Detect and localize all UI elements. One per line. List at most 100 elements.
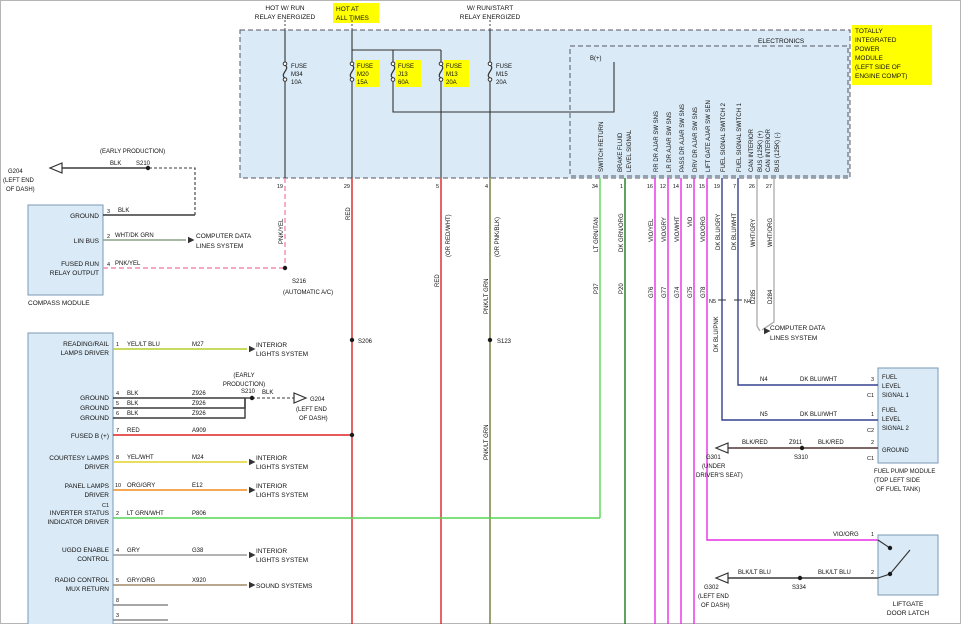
highlight-hot-at-all-times bbox=[333, 3, 379, 23]
diagram-label: LIGHTS SYSTEM bbox=[256, 557, 308, 564]
diagram-label: COMPUTER DATA bbox=[770, 325, 826, 332]
diagram-label: S210 bbox=[136, 161, 151, 167]
splice-dot bbox=[349, 432, 355, 438]
diagram-label: M13 bbox=[446, 72, 458, 78]
diagram-label: 4 bbox=[116, 391, 119, 397]
diagram-label: DRIVER bbox=[84, 492, 109, 499]
fuse-terminal bbox=[487, 77, 493, 82]
diagram-label: VIO/ORG bbox=[701, 216, 707, 242]
can-plus-wire bbox=[756, 178, 761, 332]
diagram-label: WHT/GRY bbox=[751, 219, 757, 247]
diagram-label: LIN BUS bbox=[74, 238, 100, 245]
diagram-label: HOT AT bbox=[336, 6, 359, 13]
diagram-label: G301 bbox=[706, 455, 721, 461]
diagram-label: S123 bbox=[497, 339, 512, 345]
diagram-label: (TOP LEFT SIDE bbox=[874, 478, 920, 484]
diagram-label: BLK bbox=[127, 391, 138, 397]
diagram-label: M34 bbox=[291, 72, 303, 78]
diagram-label: RED bbox=[435, 274, 441, 287]
diagram-label: BUS (125K) (-) bbox=[775, 132, 781, 172]
diagram-label: S216 bbox=[292, 279, 307, 285]
diagram-label: G204 bbox=[310, 397, 325, 403]
diagram-label: (EARLY bbox=[233, 373, 254, 379]
diagram-label: COURTESY LAMPS bbox=[49, 455, 109, 462]
diagram-label: RED bbox=[127, 428, 140, 434]
diagram-label: BLK/RED bbox=[818, 440, 844, 446]
diagram-label: BLK bbox=[118, 208, 129, 214]
diagram-label: RADIO CONTROL bbox=[55, 577, 110, 584]
diagram-label: FUSED RUN bbox=[61, 261, 99, 268]
diagram-label: BLK/LT BLU bbox=[818, 570, 851, 576]
diagram-label: (UNDER bbox=[702, 464, 726, 470]
diagram-label: (AUTOMATIC A/C) bbox=[283, 290, 333, 296]
diagram-label: RED bbox=[346, 207, 352, 220]
diagram-label: UGDO ENABLE bbox=[62, 547, 110, 554]
diagram-label: G78 bbox=[701, 286, 707, 298]
diagram-label: Z926 bbox=[192, 411, 206, 417]
diagram-label: VIO/WHT bbox=[675, 216, 681, 242]
diagram-label: POWER bbox=[855, 46, 880, 53]
diagram-label: X920 bbox=[192, 578, 207, 584]
diagram-label: GROUND bbox=[70, 213, 99, 220]
diagram-label: DK BLU/WHT bbox=[800, 377, 837, 383]
can-minus-wire bbox=[761, 178, 775, 331]
fuel-signal-2-wire bbox=[721, 178, 878, 421]
diagram-label: 7 bbox=[733, 184, 736, 190]
latch-switch-blade bbox=[889, 549, 911, 575]
diagram-label: FUSE bbox=[496, 64, 512, 70]
diagram-label: 1 bbox=[620, 184, 623, 190]
diagram-label: 3 bbox=[107, 209, 110, 215]
diagram-label: VIO/YEL bbox=[649, 218, 655, 242]
diagram-label: C1 bbox=[867, 456, 874, 462]
fuse-icon bbox=[349, 64, 355, 79]
diagram-label: DOOR LATCH bbox=[887, 610, 929, 617]
fuse-terminal bbox=[390, 77, 396, 82]
diagram-label: (LEFT SIDE OF bbox=[855, 64, 901, 71]
diagram-label: 16 bbox=[647, 184, 653, 190]
diagram-label: 6 bbox=[116, 411, 119, 417]
diagram-label: PNK/YEL bbox=[115, 261, 141, 267]
fuse-icon bbox=[438, 64, 444, 79]
diagram-label: DRIVER bbox=[84, 464, 109, 471]
diagram-label: LIFT GATE AJAR SW SEN bbox=[706, 100, 712, 172]
diagram-label: ORG/GRY bbox=[127, 483, 155, 489]
fuel-pump-module-label: FUEL PUMP MODULE bbox=[874, 469, 935, 475]
splice-dot bbox=[799, 445, 805, 451]
ground-g301 bbox=[714, 442, 729, 454]
diagram-label: DK BLU/WHT bbox=[800, 412, 837, 418]
diagram-label: D285 bbox=[751, 289, 757, 304]
arrow-icon bbox=[249, 345, 256, 353]
diagram-label: (OR PNK/BLK) bbox=[495, 217, 501, 257]
diagram-label: 15 bbox=[699, 184, 705, 190]
fuse-terminal bbox=[282, 77, 288, 82]
diagram-label: GROUND bbox=[80, 395, 109, 402]
liftgate-door-latch-box bbox=[877, 534, 939, 596]
splice-dot bbox=[145, 165, 151, 171]
diagram-label: 4 bbox=[485, 184, 488, 190]
diagram-label: LEVEL SIGNAL bbox=[627, 129, 633, 172]
diagram-label: BLK bbox=[127, 401, 138, 407]
diagram-label: MUX RETURN bbox=[66, 586, 110, 593]
diagram-label: 2 bbox=[871, 440, 874, 446]
diagram-label: INTERIOR bbox=[256, 455, 287, 462]
diagram-label: GROUND bbox=[80, 415, 109, 422]
diagram-label: LEVEL bbox=[882, 384, 901, 390]
fuel-signal-1-wire bbox=[737, 178, 878, 386]
diagram-label: OF DASH) bbox=[299, 416, 328, 422]
diagram-label: VIO/GRY bbox=[662, 217, 668, 242]
diagram-label: G77 bbox=[662, 286, 668, 298]
diagram-label: INTERIOR bbox=[256, 342, 287, 349]
diagram-label: 4 bbox=[107, 262, 110, 268]
diagram-label: 8 bbox=[116, 598, 119, 604]
splice-dot bbox=[887, 571, 893, 577]
highlight-fuse-m20 bbox=[355, 60, 380, 87]
arrow-icon bbox=[249, 581, 256, 589]
diagram-label: 29 bbox=[344, 184, 350, 190]
diagram-label: FUSE bbox=[398, 64, 414, 70]
fuse-terminal bbox=[487, 61, 493, 67]
diagram-label: BLK bbox=[110, 161, 121, 167]
diagram-label: FUEL bbox=[882, 408, 898, 414]
diagram-label: DK BLU/WHT bbox=[732, 213, 738, 250]
diagram-label: 1 bbox=[871, 412, 874, 418]
diagram-label: FUSE bbox=[357, 64, 373, 70]
